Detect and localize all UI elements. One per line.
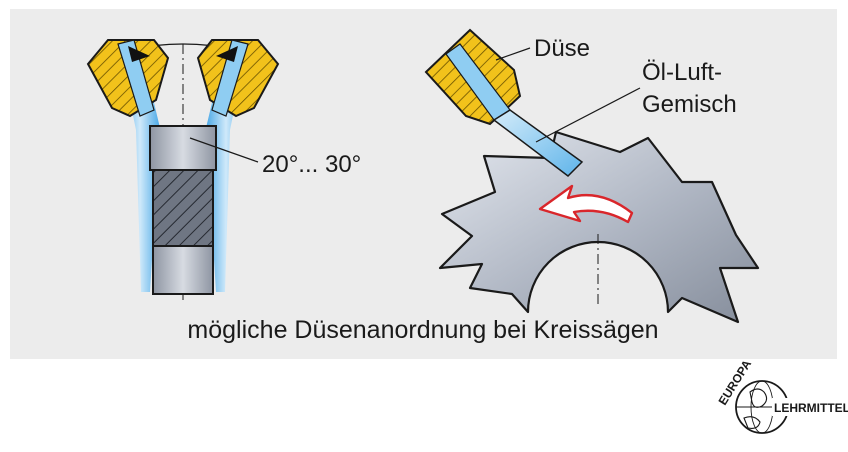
front-view: Düse Öl-Luft- Gemisch xyxy=(424,28,760,324)
angle-label: 20°... 30° xyxy=(262,151,361,178)
nozzle-leader xyxy=(495,47,531,61)
saw-blade xyxy=(438,130,760,324)
left-nozzle xyxy=(86,39,170,118)
angle-leader xyxy=(189,137,259,163)
side-view: 20°... 30° xyxy=(86,39,361,302)
blade-tooth-section xyxy=(149,125,217,171)
logo-side-text: LEHRMITTEL xyxy=(774,401,848,415)
blade-hatched-section xyxy=(152,169,214,247)
mixture-label-line2: Gemisch xyxy=(642,91,737,118)
blade-body xyxy=(152,245,214,295)
rotation-arrow xyxy=(538,184,634,224)
mixture-label-line1: Öl-Luft- xyxy=(642,59,722,86)
right-nozzle xyxy=(196,39,280,118)
caption: mögliche Düsenanordnung bei Kreissägen xyxy=(187,316,658,344)
europa-lehrmittel-logo: EUROPA LEHRMITTEL xyxy=(716,357,848,434)
mixture-leader xyxy=(535,87,641,143)
oil-air-jet xyxy=(492,109,584,177)
nozzle-label: Düse xyxy=(534,35,590,62)
